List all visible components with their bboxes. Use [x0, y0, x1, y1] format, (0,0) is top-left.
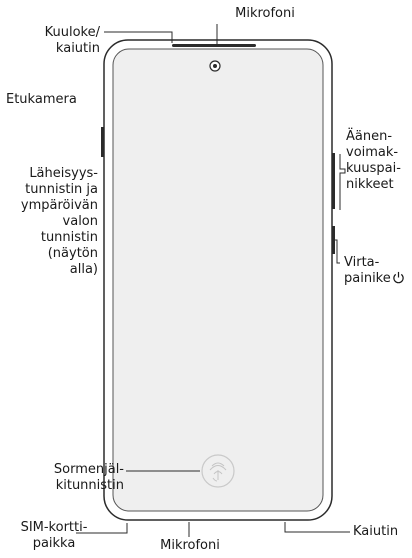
label-fingerprint: Sormenjäl- kitunnistin — [4, 462, 124, 494]
label-sim-tray: SIM-kortti- paikka — [4, 520, 104, 552]
label-side-key: Virta- painike — [344, 255, 408, 289]
volume-keys — [332, 153, 335, 209]
label-side-key-text: Virta- painike — [344, 255, 391, 286]
phone-screen — [113, 49, 323, 511]
left-side-button — [101, 127, 104, 157]
label-volume-keys: Äänen- voimak- kuuspai- nikkeet — [346, 129, 410, 193]
label-mic-bottom: Mikrofoni — [140, 538, 240, 554]
power-icon — [392, 271, 405, 289]
earpiece-slot — [172, 44, 256, 47]
leader-side-key — [335, 240, 340, 263]
front-camera-icon — [210, 61, 220, 71]
label-front-camera: Etukamera — [6, 92, 96, 108]
label-earpiece: Kuuloke/ kaiutin — [8, 25, 100, 57]
leader-speaker — [285, 522, 350, 532]
side-key — [332, 226, 335, 254]
label-speaker: Kaiutin — [353, 524, 411, 540]
label-sensor: Läheisyys- tunnistin ja ympäröivän valon… — [2, 166, 98, 278]
leader-volume-keys — [340, 154, 345, 210]
label-mic-top: Mikrofoni — [218, 6, 312, 22]
